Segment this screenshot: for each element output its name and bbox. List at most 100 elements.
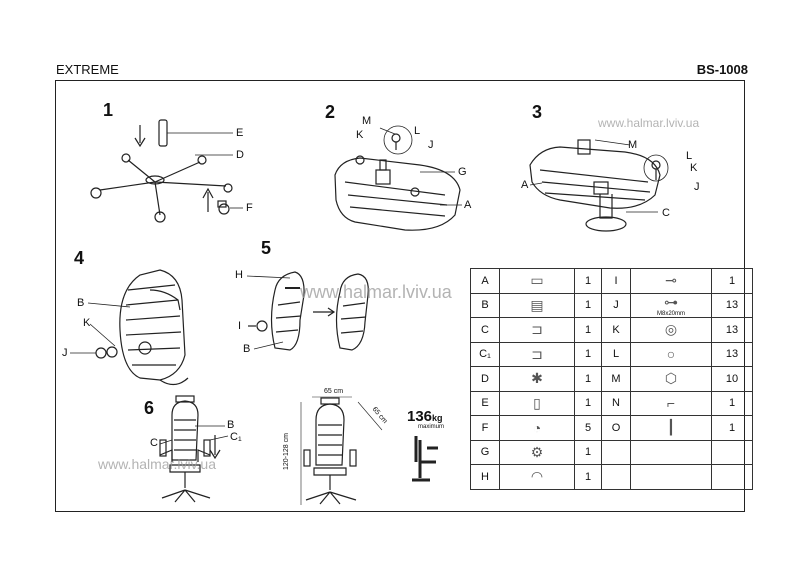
label-step5-i: I <box>238 320 242 332</box>
label-step5-b: B <box>243 343 251 355</box>
step-number-6: 6 <box>144 398 155 418</box>
label-step2-j: J <box>428 139 434 151</box>
part-letter <box>601 464 631 490</box>
part-letter: C <box>470 317 500 343</box>
part-letter: M <box>601 366 631 392</box>
watermark-center: www.halmar.lviv.ua <box>300 282 452 302</box>
star-base-icon: ✱ <box>531 370 543 387</box>
label-step1-d: D <box>236 149 244 161</box>
knob-bolt-icon: ⊸ <box>665 272 677 289</box>
label-step2-m: M <box>362 115 372 127</box>
label-step6-c1: C₁ <box>230 431 242 443</box>
part-letter: H <box>470 464 500 490</box>
part-letter: N <box>601 390 631 416</box>
watermark-bottom: www.halmar.lviv.ua <box>98 456 217 472</box>
part-letter: C₁ <box>470 341 500 367</box>
step-number-5: 5 <box>261 238 272 258</box>
label-step3-l: L <box>686 150 693 162</box>
part-picture: ⊐ <box>499 341 575 367</box>
part-quantity: 1 <box>574 292 602 318</box>
part-letter <box>601 439 631 465</box>
part-picture: ┃ <box>630 415 712 441</box>
part-quantity: 1 <box>574 366 602 392</box>
label-step3-k: K <box>690 162 698 174</box>
part-quantity: 1 <box>711 390 753 416</box>
table-row: G ⚙ 1 <box>470 439 753 465</box>
label-step2-a: A <box>464 199 472 211</box>
part-letter: B <box>470 292 500 318</box>
mechanism-icon: ⚙ <box>530 443 544 460</box>
backrest-icon: ▤ <box>530 296 544 313</box>
part-quantity: 1 <box>574 439 602 465</box>
part-quantity: 1 <box>574 268 602 294</box>
label-step3-m: M <box>628 139 638 151</box>
seat-frame-icon: ▭ <box>530 272 544 289</box>
part-picture <box>630 439 712 465</box>
table-row: H◠1 <box>470 464 753 490</box>
washer-icon: ◎ <box>664 321 678 338</box>
part-picture: ⌐ <box>630 390 712 416</box>
part-quantity <box>711 439 753 465</box>
part-quantity: 1 <box>574 341 602 367</box>
label-step5-h: H <box>235 269 243 281</box>
part-quantity: 13 <box>711 292 753 318</box>
armrest-icon: ⊐ <box>531 345 543 362</box>
label-step6-b: B <box>227 419 235 431</box>
headrest-icon: ◠ <box>530 468 544 485</box>
part-letter: G <box>470 439 500 465</box>
part-letter: J <box>601 292 631 318</box>
part-letter: A <box>470 268 500 294</box>
part-picture: ◠ <box>499 464 575 490</box>
step-number-2: 2 <box>325 102 336 122</box>
part-letter: E <box>470 390 500 416</box>
part-picture: ▭ <box>499 268 575 294</box>
part-picture: ✱ <box>499 366 575 392</box>
step-number-1: 1 <box>103 100 114 120</box>
part-quantity: 1 <box>711 268 753 294</box>
nut-icon: ⬡ <box>664 370 678 387</box>
part-quantity: 1 <box>711 415 753 441</box>
label-step6-c: C <box>150 437 158 449</box>
part-quantity: 13 <box>711 317 753 343</box>
label-step2-k: K <box>356 129 364 141</box>
step3-drawing <box>529 139 669 232</box>
part-picture: ⊐ <box>499 317 575 343</box>
label-step4-b: B <box>77 297 85 309</box>
spring-washer-icon: ○ <box>666 346 676 363</box>
dimension-chair-drawing <box>300 396 383 505</box>
part-letter: D <box>470 366 500 392</box>
allen-key-icon: ⌐ <box>666 395 676 412</box>
part-quantity: 1 <box>574 390 602 416</box>
part-picture: ○ <box>630 341 712 367</box>
part-picture: ◔ <box>499 415 575 441</box>
gas-lift-icon: ▯ <box>533 394 541 411</box>
max-load-note: maximum <box>418 424 445 430</box>
label-step1-f: F <box>246 202 253 214</box>
dimension-height: 120-128 cm <box>282 433 290 470</box>
step4-drawing <box>70 269 189 386</box>
part-picture: ◎ <box>630 317 712 343</box>
part-letter: O <box>601 415 631 441</box>
part-quantity: 5 <box>574 415 602 441</box>
step5-drawing <box>246 271 369 351</box>
step-number-3: 3 <box>532 102 543 122</box>
armrest-icon: ⊐ <box>531 321 543 338</box>
max-load-value: 136kg <box>407 408 443 425</box>
dimension-width: 65 cm <box>324 388 344 395</box>
part-letter: K <box>601 317 631 343</box>
part-quantity <box>711 464 753 490</box>
label-step1-e: E <box>236 127 244 139</box>
label-step2-g: G <box>458 166 467 178</box>
part-picture: ▤ <box>499 292 575 318</box>
label-step4-j: J <box>62 347 68 359</box>
part-letter: I <box>601 268 631 294</box>
part-picture: ⬡ <box>630 366 712 392</box>
